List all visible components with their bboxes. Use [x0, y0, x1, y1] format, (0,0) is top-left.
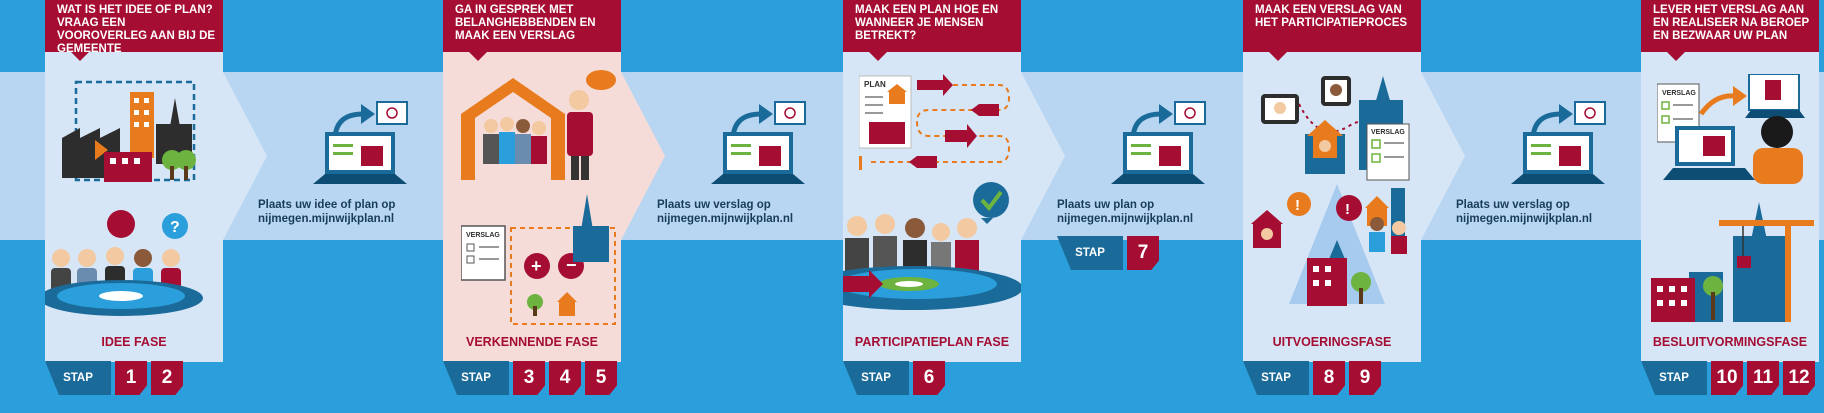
caption-url: nijmegen.mijnwijkplan.nl [1057, 213, 1194, 225]
verslag-text: VERSLAG [1371, 129, 1405, 136]
meeting-table-illustration: ? [45, 210, 203, 316]
step-number: 8 [1313, 361, 1345, 395]
caption-url: nijmegen.mijnwijkplan.nl [1456, 213, 1593, 225]
stap-label: STAP [1243, 361, 1309, 395]
step-bar-7: STAP 7 [1057, 236, 1159, 270]
city-illustration [62, 80, 196, 182]
step-number: 3 [513, 361, 545, 395]
caption-url: nijmegen.mijnwijkplan.nl [657, 213, 794, 225]
step-bar-1: STAP 1 2 [45, 361, 183, 395]
step-number: 9 [1349, 361, 1381, 395]
step-bar-5: STAP 10 11 12 [1641, 361, 1815, 395]
step-number: 12 [1783, 361, 1815, 395]
step-number: 2 [151, 361, 183, 395]
neighbourhood-illustration: ! ! [1251, 184, 1407, 306]
stap-label: STAP [1641, 361, 1707, 395]
step-panel-uitvoering: MAAK EEN VERSLAG VAN HET PARTICIPATIEPRO… [1243, 0, 1421, 362]
stap-label: STAP [45, 361, 111, 395]
step-number: 7 [1127, 236, 1159, 270]
step-heading: WAT IS HET IDEE OF PLAN? VRAAG EEN VOORO… [45, 0, 223, 61]
caption-line: Plaats uw plan op [1057, 199, 1155, 211]
stap-label: STAP [843, 361, 909, 395]
report-plus-minus-illustration: VERSLAG + − [461, 194, 616, 325]
connector-caption: Plaats uw idee of plan op nijmegen.mijnw… [258, 198, 395, 226]
step-number: 6 [913, 361, 945, 395]
step-bar-2: STAP 3 4 5 [443, 361, 617, 395]
laptop-upload-icon [1111, 101, 1206, 184]
plan-text: PLAN [864, 80, 886, 89]
step-number: 5 [585, 361, 617, 395]
laptop-upload-icon [313, 101, 408, 184]
stap-label: STAP [1057, 236, 1123, 270]
caption-line: Plaats uw idee of plan op [258, 199, 396, 211]
step-heading: MAAK EEN VERSLAG VAN HET PARTICIPATIEPRO… [1243, 0, 1421, 61]
plan-flow-illustration: PLAN [859, 74, 1011, 170]
people-target-illustration [843, 182, 1021, 310]
step-heading: LEVER HET VERSLAG AAN EN REALISEER NA BE… [1641, 0, 1819, 61]
connector-caption: Plaats uw verslag op nijmegen.mijnwijkpl… [1456, 198, 1592, 226]
step-panel-idee: WAT IS HET IDEE OF PLAN? VRAAG EEN VOORO… [45, 0, 223, 362]
svg-text:?: ? [170, 219, 180, 236]
phase-label: VERKENNENDE FASE [466, 335, 598, 349]
stakeholders-illustration [461, 70, 616, 180]
svg-text:!: ! [1295, 197, 1300, 214]
svg-text:+: + [531, 256, 542, 276]
svg-text:!: ! [1345, 201, 1350, 218]
communication-illustration: VERSLAG [1261, 76, 1410, 181]
stap-label: STAP [443, 361, 509, 395]
connector-caption: Plaats uw verslag op nijmegen.mijnwijkpl… [657, 198, 793, 226]
verslag-text: VERSLAG [466, 232, 500, 239]
step-number: 4 [549, 361, 581, 395]
step-panel-verkennend: GA IN GESPREK MET BELANGHEBBENDEN EN MAA… [443, 0, 621, 362]
caption-line: Plaats uw verslag op [1456, 199, 1570, 211]
caption-line: Plaats uw verslag op [657, 199, 771, 211]
step-number: 1 [115, 361, 147, 395]
step-number: 10 [1711, 361, 1743, 395]
step-heading: GA IN GESPREK MET BELANGHEBBENDEN EN MAA… [443, 0, 621, 61]
phase-label: PARTICIPATIEPLAN FASE [854, 335, 1010, 349]
phase-label: BESLUITVORMINGSFASE [1652, 335, 1808, 349]
laptop-upload-icon [1511, 101, 1606, 184]
phase-label: IDEE FASE [101, 335, 167, 349]
step-bar-4: STAP 8 9 [1243, 361, 1381, 395]
step-number: 11 [1747, 361, 1779, 395]
verslag-text: VERSLAG [1662, 90, 1696, 97]
step-bar-3: STAP 6 [843, 361, 945, 395]
step-heading: MAAK EEN PLAN HOE EN WANNEER JE MENSEN B… [843, 0, 1021, 61]
submit-report-illustration: VERSLAG [1657, 74, 1805, 184]
connector-caption: Plaats uw plan op nijmegen.mijnwijkplan.… [1057, 198, 1193, 226]
svg-text:−: − [566, 255, 577, 275]
step-panel-besluitvorming: LEVER HET VERSLAG AAN EN REALISEER NA BE… [1641, 0, 1819, 362]
phase-label: UITVOERINGSFASE [1272, 335, 1392, 349]
laptop-upload-icon [711, 101, 806, 184]
construction-illustration [1651, 202, 1814, 322]
step-panel-participatieplan: MAAK EEN PLAN HOE EN WANNEER JE MENSEN B… [843, 0, 1021, 362]
caption-url: nijmegen.mijnwijkplan.nl [258, 213, 395, 225]
